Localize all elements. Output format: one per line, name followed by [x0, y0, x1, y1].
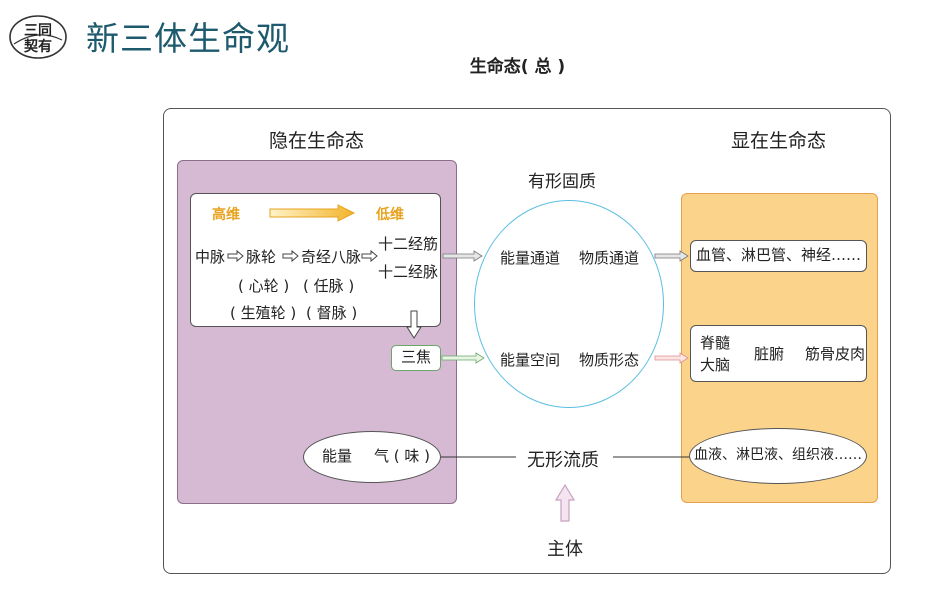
organs-label: 脏腑 — [754, 345, 785, 363]
body-fluids-ellipse: 血液、淋巴液、组织液…… — [689, 428, 867, 484]
hidden-state-title: 隐在生命态 — [269, 130, 365, 152]
matter-channel: 物质通道 — [579, 249, 640, 267]
twelve-sinew-meridians: 十二经筋 — [378, 235, 439, 253]
down-arrow-to-sanjiao — [406, 310, 422, 339]
arrow-channel-to-vessels — [654, 250, 689, 262]
arrow-form-to-organs — [654, 352, 689, 364]
qi-label: 气 ( 味 ) — [374, 447, 431, 465]
chakras: 脉轮 — [246, 248, 277, 266]
central-channel: 中脉 — [195, 248, 226, 266]
high-dimension-label: 高维 — [212, 207, 240, 223]
center-circle — [474, 200, 664, 408]
ren-meridian: ( 任脉 ) — [303, 277, 355, 295]
page-title: 新三体生命观 — [86, 19, 290, 58]
chain-arrow-1 — [227, 249, 244, 263]
logo-text-top: 三同 — [24, 23, 52, 39]
subject-up-arrow — [554, 483, 576, 522]
meridian-box — [190, 193, 441, 327]
intangible-fluid-label: 无形流质 — [527, 450, 599, 471]
logo-emblem: 三同 契有 — [9, 15, 67, 59]
energy-label: 能量 — [322, 447, 353, 465]
twelve-regular-meridians: 十二经脉 — [378, 263, 439, 281]
visible-state-title: 显在生命态 — [731, 130, 827, 152]
heart-chakra: ( 心轮 ) — [238, 277, 290, 295]
diagram-subtitle: 生命态( 总 ) — [469, 57, 566, 77]
spine-label: 脊髓 — [700, 334, 731, 352]
chain-arrow-2 — [282, 249, 299, 263]
arrow-meridian-to-channel — [442, 250, 483, 262]
vessels-box: 血管、淋巴管、神经…… — [690, 240, 867, 272]
logo: 三同 契有 — [8, 14, 68, 60]
eight-extra-meridians: 奇经八脉 — [301, 248, 362, 266]
sacral-chakra: ( 生殖轮 ) — [230, 304, 297, 322]
energy-space: 能量空间 — [500, 351, 561, 369]
energy-qi-ellipse: 能量 气 ( 味 ) — [303, 431, 441, 483]
arrow-sanjiao-to-space — [441, 352, 485, 364]
chain-arrow-3 — [361, 249, 378, 263]
logo-text-bottom: 契有 — [23, 38, 52, 55]
matter-form: 物质形态 — [579, 351, 640, 369]
low-dimension-label: 低维 — [376, 207, 404, 223]
organs-box: 脊髓 大脑 脏腑 筋骨皮肉 — [690, 325, 867, 382]
tangible-solid-label: 有形固质 — [528, 172, 596, 192]
brain-label: 大脑 — [700, 356, 731, 374]
subject-label: 主体 — [547, 539, 583, 560]
energy-channel: 能量通道 — [500, 249, 561, 267]
du-meridian: ( 督脉 ) — [306, 304, 358, 322]
sanjiao-box: 三焦 — [391, 345, 441, 371]
tissues-label: 筋骨皮肉 — [805, 345, 866, 363]
high-to-low-arrow — [269, 204, 356, 222]
